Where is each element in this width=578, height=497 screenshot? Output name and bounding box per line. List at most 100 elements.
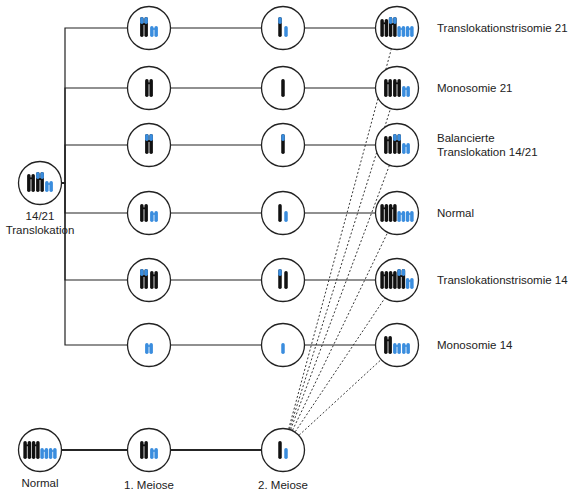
gamete-line	[62, 449, 283, 450]
chromosome	[281, 79, 285, 97]
tree-connector	[62, 28, 375, 183]
chromosome	[145, 134, 153, 154]
inheritance-connector	[62, 49, 391, 450]
chromosome-set	[140, 204, 158, 222]
chromosome	[150, 271, 158, 289]
circle-shape	[376, 67, 419, 110]
chromosome	[140, 441, 148, 459]
node-label: Normal	[0, 476, 85, 490]
chromosome	[284, 271, 288, 289]
tree-connector	[62, 145, 375, 183]
gamete-line	[62, 449, 283, 450]
meiosis-circle	[128, 192, 171, 235]
chromosome	[140, 269, 148, 289]
chromosome-set	[140, 269, 158, 289]
circle-shape	[376, 124, 419, 167]
circle-shape	[376, 192, 419, 235]
chromosome-circle: Monosomie 21	[375, 66, 419, 110]
chromosome-set	[140, 17, 158, 37]
circle-outline	[18, 161, 62, 205]
gamete-line	[62, 449, 283, 450]
node-text-box: Normal	[0, 476, 85, 490]
stage-label: 1. Meiose	[99, 478, 199, 492]
chromosome	[284, 211, 288, 222]
inheritance-connector	[62, 109, 390, 450]
node-text-box: Translokationstrisomie 21	[437, 21, 578, 35]
chromosome-set	[278, 204, 288, 222]
chromosome	[278, 269, 282, 289]
meiosis-circle	[262, 67, 305, 110]
circle-outline	[375, 123, 419, 167]
circle-outline	[375, 323, 419, 367]
gamete-line	[62, 449, 283, 450]
inheritance-connector	[62, 166, 389, 450]
node-label: Translokationstrisomie 14	[437, 273, 578, 287]
chromosome-set	[145, 134, 153, 154]
chromosome-circle: Normal	[375, 191, 419, 235]
chromosome	[140, 204, 148, 222]
meiosis-circle	[262, 192, 305, 235]
chromosome	[278, 17, 282, 37]
node-text-box: Normal	[437, 206, 578, 220]
stage-label: 2. Meiose	[233, 478, 333, 492]
chromosome	[284, 448, 288, 459]
fertilisation-line	[290, 109, 391, 429]
inheritance-connector	[62, 360, 381, 450]
node-label: Translokationstrisomie 21	[437, 21, 578, 35]
node-text-box: 14/21 Translokation	[0, 209, 85, 237]
circle-shape	[19, 162, 62, 205]
chromosome-circle: Balancierte Translokation 14/21	[375, 123, 419, 167]
node-label: 14/21 Translokation	[0, 209, 85, 237]
node-text-box: Balancierte Translokation 14/21	[437, 131, 549, 159]
tree-connector	[62, 183, 375, 280]
tree-connector	[62, 183, 375, 345]
meiosis-circle	[128, 324, 171, 367]
meiosis-circle	[128, 429, 171, 472]
gamete-line	[62, 449, 283, 450]
chromosome	[281, 343, 285, 354]
chromosome-set	[278, 441, 288, 459]
meiosis-circle	[262, 324, 305, 367]
meiosis-circle	[128, 124, 171, 167]
chromosome-set	[281, 343, 285, 354]
gamete-line	[62, 449, 283, 450]
fertilisation-line	[293, 233, 388, 430]
chromosome-circle: Translokationstrisomie 14	[375, 258, 419, 302]
chromosome	[284, 26, 288, 37]
chromosome-set	[145, 79, 153, 97]
chromosome	[140, 17, 148, 37]
node-text-box: Monosomie 21	[437, 81, 578, 95]
meiosis-circle	[128, 7, 171, 50]
chromosome-set	[281, 134, 285, 154]
fertilisation-line	[289, 49, 392, 429]
circle-shape	[376, 7, 419, 50]
chromosome	[145, 343, 153, 354]
chromosome	[150, 448, 158, 459]
meiosis-circle	[128, 67, 171, 110]
node-text-box: Translokationstrisomie 14	[437, 273, 578, 287]
node-label: Monosomie 21	[437, 81, 578, 95]
chromosome	[281, 134, 285, 154]
chromosome-circle: Normal	[18, 428, 62, 472]
node-label: Balancierte Translokation 14/21	[437, 131, 549, 159]
chromosome	[278, 204, 282, 222]
circle-shape	[376, 259, 419, 302]
chromosome-circle: Monosomie 14	[375, 323, 419, 367]
circle-outline	[375, 6, 419, 50]
circle-outline	[375, 258, 419, 302]
chromosome-set	[145, 343, 153, 354]
node-label: Normal	[437, 206, 578, 220]
meiosis-circles	[128, 7, 305, 472]
fertilisation-line	[291, 166, 390, 430]
chromosome-set	[278, 17, 288, 37]
meiosis-circle	[262, 124, 305, 167]
chromosome-set	[281, 79, 285, 97]
fertilisation-line	[295, 298, 384, 431]
chromosome-set	[278, 269, 288, 289]
inheritance-connector	[62, 233, 387, 450]
fertilisation-line	[299, 360, 381, 435]
node-text-box: Monosomie 14	[437, 338, 578, 352]
chromosome-set	[140, 441, 158, 459]
